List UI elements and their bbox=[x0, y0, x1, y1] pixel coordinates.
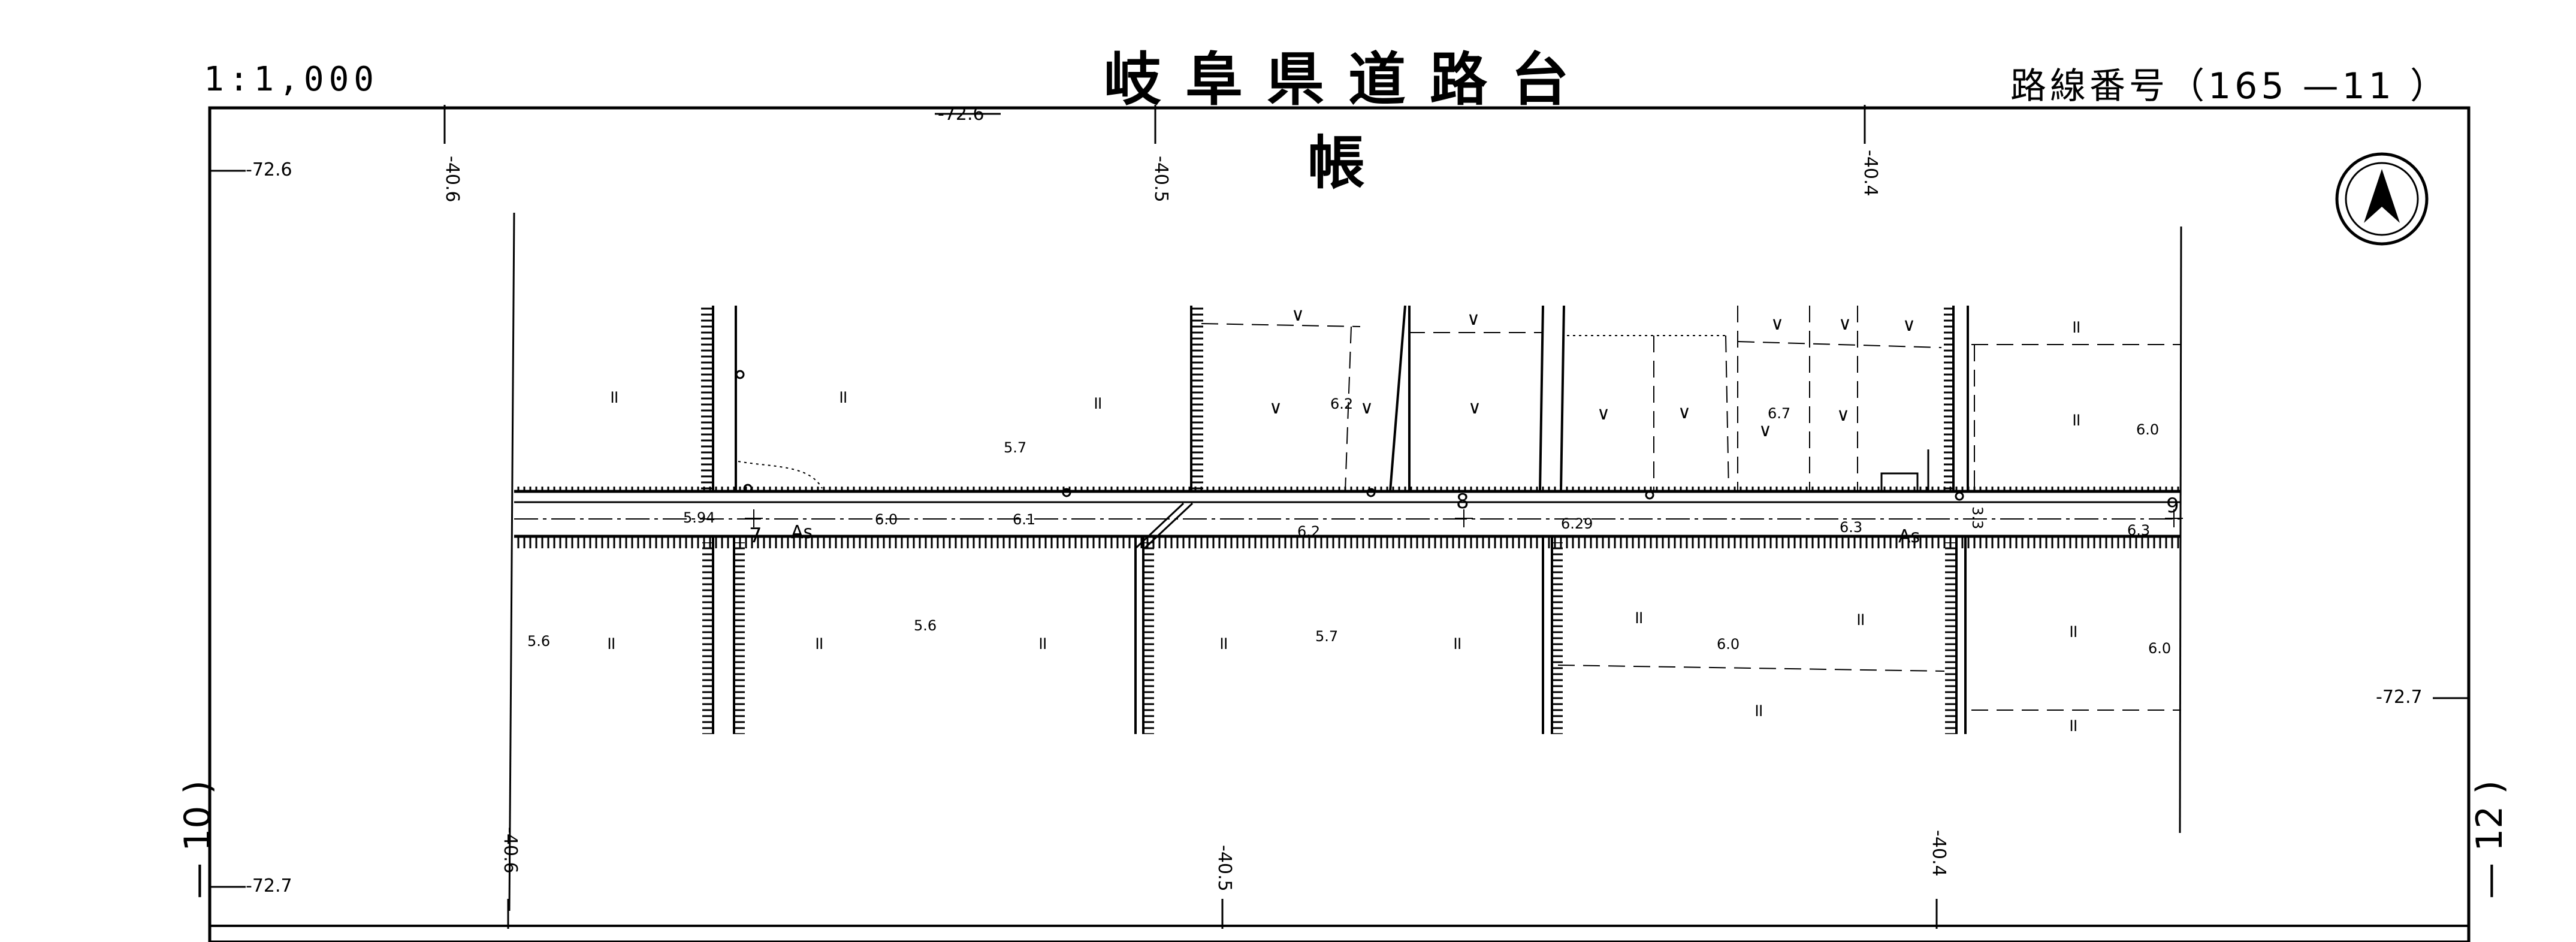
parcel-lines-south bbox=[1557, 665, 2181, 711]
survey-markers bbox=[735, 370, 1964, 501]
grid-label-right: -72.7 bbox=[2376, 687, 2423, 708]
paddy-symbol: ॥ bbox=[1092, 393, 1103, 413]
elevation-value: 6.0 bbox=[875, 511, 898, 528]
side-road-north-1 bbox=[701, 306, 737, 491]
field-symbol: ∨ bbox=[1269, 397, 1282, 418]
elevation-value: 5.7 bbox=[1315, 628, 1338, 645]
paddy-symbols: ॥ ॥ ॥ ॥ ॥ ॥ ॥ ॥ ॥ ॥ ॥ ॥ ॥ ॥ ॥ bbox=[605, 316, 2081, 736]
field-symbol: ∨ bbox=[1597, 403, 1610, 424]
side-road-south-4 bbox=[1945, 536, 1967, 734]
grid-label-x-bot-2: -40.5 bbox=[1214, 845, 1235, 892]
elevation-value: 6.7 bbox=[1768, 405, 1790, 422]
pavement-as-1: As bbox=[791, 522, 813, 543]
field-symbol: ∨ bbox=[1771, 313, 1784, 334]
side-road-south-3 bbox=[1542, 536, 1563, 734]
grid-label-x-top-2: -40.5 bbox=[1150, 156, 1171, 203]
side-road-north-3 bbox=[1944, 306, 1969, 491]
paddy-symbol: ॥ bbox=[1855, 609, 1865, 630]
parcel-lines-north bbox=[738, 305, 2181, 493]
elevation-value: 6.1 bbox=[1013, 511, 1035, 528]
elevation-value: 6.3 bbox=[1840, 519, 1862, 536]
elevation-value: 5.6 bbox=[527, 633, 550, 650]
paddy-symbol: ॥ bbox=[2070, 316, 2081, 337]
station-crosses bbox=[745, 509, 2183, 527]
paddy-symbol: ॥ bbox=[1753, 700, 1763, 721]
field-symbol: ∨ bbox=[1360, 397, 1373, 418]
elevation-value: 6.3 bbox=[2127, 522, 2150, 539]
grid-label-top-a: -72.6 bbox=[938, 104, 985, 125]
station-9: 9 bbox=[2166, 494, 2179, 518]
field-symbol: ∨ bbox=[1291, 304, 1304, 325]
route-number: 路線番号（165 —11 ） bbox=[2010, 65, 2450, 107]
field-symbol: ∨ bbox=[1837, 404, 1850, 425]
culvert bbox=[1143, 502, 1194, 550]
spot-elevations: 5.94 6.0 6.1 6.2 6.29 6.3 6.3 5.7 6.2 6.… bbox=[527, 395, 2171, 657]
paddy-symbol: ॥ bbox=[2067, 715, 2078, 736]
north-arrow-icon bbox=[2335, 152, 2429, 246]
grid-label-x-top-1: -40.6 bbox=[442, 156, 463, 203]
pavement-as-2: As bbox=[1898, 526, 1920, 547]
grid-label-x-bot-3: -40.4 bbox=[1928, 830, 1949, 877]
elevation-value: 5.94 bbox=[683, 509, 715, 526]
paddy-symbol: ॥ bbox=[2070, 409, 2081, 430]
station-8: 8 bbox=[1456, 490, 1469, 514]
field-symbols: ∨ ∨ ∨ ∨ ∨ ∨ ∨ ∨ ∨ ∨ ∨ ∨ bbox=[1269, 304, 1916, 441]
field-symbol: ∨ bbox=[1838, 313, 1852, 334]
paddy-symbol: ॥ bbox=[2067, 621, 2078, 642]
paddy-symbol: ॥ bbox=[608, 387, 619, 407]
side-road-south-2 bbox=[1134, 536, 1154, 734]
grid-label-top-b: -72.6 bbox=[246, 159, 292, 180]
map-title: 岐阜県道路台帳 bbox=[1104, 46, 1593, 197]
elevation-value: 6.2 bbox=[1297, 523, 1320, 540]
field-symbol: ∨ bbox=[1468, 397, 1481, 418]
paddy-symbol: ॥ bbox=[837, 387, 848, 407]
field-symbol: ∨ bbox=[1467, 309, 1480, 330]
elevation-value: 6.2 bbox=[1330, 395, 1353, 412]
paddy-symbol: ॥ bbox=[813, 633, 824, 654]
grid-label-x-top-3: -40.4 bbox=[1860, 150, 1881, 197]
field-symbol: ∨ bbox=[1902, 315, 1916, 336]
elevation-value: 3.3 bbox=[1969, 506, 1986, 529]
culvert bbox=[1134, 502, 1185, 550]
elevation-value: 6.0 bbox=[2136, 421, 2159, 438]
paddy-symbol: ॥ bbox=[1633, 607, 1644, 628]
grid-label-left-bottom: -72.7 bbox=[246, 875, 292, 896]
paddy-symbol: ॥ bbox=[1218, 633, 1228, 654]
station-7: 7 bbox=[749, 524, 762, 548]
elevation-value: 6.29 bbox=[1561, 515, 1593, 532]
paddy-symbol: ॥ bbox=[1451, 633, 1462, 654]
elevation-value: 6.0 bbox=[1717, 636, 1740, 653]
plan-boundary-left bbox=[508, 212, 515, 911]
side-road-south-1 bbox=[702, 536, 745, 734]
elevation-value: 6.0 bbox=[2148, 640, 2171, 657]
map-frame bbox=[208, 106, 2471, 942]
plan-boundary-right bbox=[2179, 226, 2182, 834]
elevation-value: 5.6 bbox=[914, 617, 937, 634]
side-road-north-2 bbox=[1190, 306, 1203, 491]
map-scale: 1:1,000 bbox=[204, 60, 379, 99]
paddy-symbol: ॥ bbox=[605, 633, 616, 654]
field-symbol: ∨ bbox=[1678, 402, 1691, 423]
elevation-value: 5.7 bbox=[1004, 439, 1026, 456]
main-road bbox=[514, 487, 2181, 548]
paddy-symbol: ॥ bbox=[1037, 633, 1047, 654]
field-symbol: ∨ bbox=[1759, 420, 1772, 441]
